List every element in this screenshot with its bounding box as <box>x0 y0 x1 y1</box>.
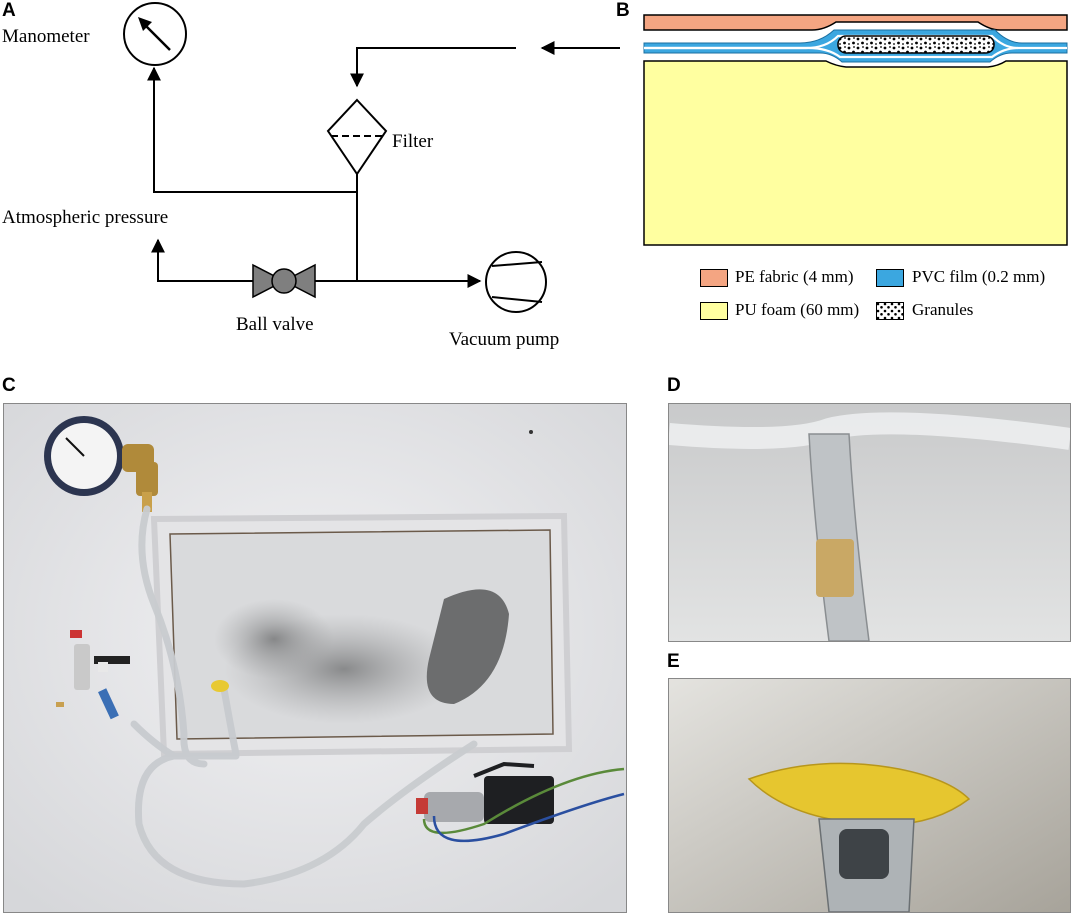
granule-bag <box>150 512 573 758</box>
panel-a-letter: A <box>2 0 16 21</box>
panel-c-letter: C <box>2 375 16 396</box>
yellow-seal <box>747 762 971 826</box>
legend-label-granules: Granules <box>912 300 974 319</box>
atmospheric-pressure-label: Atmospheric pressure <box>2 207 169 228</box>
pe-fabric-layer <box>643 14 1068 31</box>
ball-valve-icon <box>56 630 130 720</box>
panel-e-letter: E <box>667 651 680 672</box>
filter-plug <box>816 539 854 597</box>
inlet-line <box>350 47 516 88</box>
pu-foam-layer <box>643 60 1068 246</box>
vacuum-pump-label: Vacuum pump <box>449 329 560 350</box>
tube-valve <box>130 720 178 760</box>
granules-layer <box>837 35 995 54</box>
ball-valve-icon <box>252 263 316 299</box>
gauge-icon <box>44 416 158 512</box>
gauge-icon <box>123 2 187 66</box>
vacuum-pump-icon <box>485 251 547 313</box>
wire-blue <box>432 792 625 843</box>
wire-green <box>422 767 625 835</box>
legend-swatch-pu <box>700 302 728 320</box>
legend-label-pe-fabric: PE fabric (4 mm) <box>735 267 854 286</box>
manometer-line <box>147 66 357 193</box>
panel-d-letter: D <box>667 375 681 396</box>
yellow-fitting <box>211 680 229 692</box>
tube-bag <box>220 685 240 758</box>
vacuum-pump-icon <box>416 761 554 824</box>
manometer-label: Manometer <box>2 26 90 47</box>
legend-swatch-pvc <box>876 269 904 287</box>
legend-label-pu-foam: PU foam (60 mm) <box>735 300 860 319</box>
fitting-closeup-photo <box>668 678 1071 913</box>
tube-gauge <box>138 505 208 768</box>
pneumatic-schematic <box>123 2 620 313</box>
ball-valve-label: Ball valve <box>236 314 314 335</box>
layer-cross-section <box>643 14 1068 246</box>
legend-swatch-pe <box>700 269 728 287</box>
tube-main <box>134 740 478 888</box>
legend-label-pvc-film: PVC film (0.2 mm) <box>912 267 1046 286</box>
legend-swatch-granules <box>876 302 904 320</box>
panel-b-letter: B <box>616 0 630 21</box>
filter-icon <box>326 98 388 176</box>
filter-label: Filter <box>392 131 434 152</box>
setup-photo <box>3 403 627 913</box>
filter-closeup-photo <box>668 403 1071 642</box>
